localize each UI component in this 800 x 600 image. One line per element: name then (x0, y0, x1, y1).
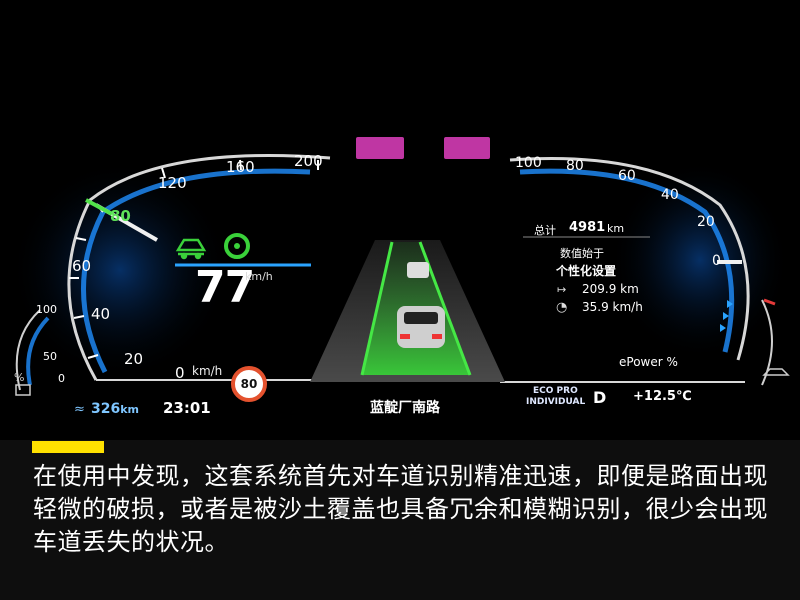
power-tick-20: 20 (697, 214, 715, 230)
top-indicator-right (444, 137, 490, 159)
speed-tick-160: 160 (226, 158, 255, 176)
fuel-tick-0: 0 (58, 372, 65, 385)
street-name: 蓝靛厂南路 (370, 400, 440, 416)
ego-car (397, 306, 445, 348)
epower-label: ePower % (619, 355, 678, 369)
gear-indicator: D (593, 388, 607, 407)
speed-tick-40: 40 (91, 305, 111, 323)
caption-text: 在使用中发现，这套系统首先对车道识别精准迅速，即便是路面出现轻微的破损，或者是被… (33, 462, 768, 556)
odometer-value: 4981 (569, 220, 606, 235)
odometer-label: 总计 (534, 224, 556, 237)
fuel-icon (15, 384, 31, 396)
lead-car (407, 262, 429, 278)
fuel-tick-50: 50 (43, 350, 57, 363)
speed-tick-60: 60 (72, 257, 92, 275)
top-indicator-left (356, 137, 404, 159)
speed-set-marker (85, 198, 113, 216)
distance-icon: ↦ (557, 283, 567, 296)
speed-tick-20: 20 (124, 350, 144, 368)
power-tick-0: 0 (712, 253, 721, 269)
right-small-rim (761, 299, 773, 386)
left-glow (10, 160, 230, 380)
power-gauge-arc (519, 168, 735, 353)
speedometer-arc (81, 168, 311, 374)
current-speed-unit: km/h (245, 270, 273, 283)
drive-mode-line2: INDIVIDUAL (526, 397, 586, 407)
info-title-line1: 数值始于 (560, 247, 604, 260)
drive-mode-line1: ECO PRO (533, 386, 578, 396)
cluster-graphics (10, 137, 790, 396)
right-red-marker (763, 298, 776, 306)
fuel-gauge-rim (15, 309, 41, 391)
lane-line-left (360, 241, 394, 376)
instrument-cluster: 0 20 40 60 80 120 160 200 77 km/h km/h 8… (10, 137, 790, 417)
acc-car-icon (175, 238, 207, 260)
fuel-gauge-arc (26, 316, 50, 386)
power-tick-100: 100 (515, 155, 542, 171)
info-title-line2: 个性化设置 (556, 264, 617, 278)
odometer-unit: km (607, 222, 625, 235)
range-icon: ≈ (74, 402, 85, 417)
speed-axis-unit: km/h (192, 364, 223, 378)
power-arrows (720, 300, 733, 332)
outside-temperature: +12.5℃ (633, 389, 692, 404)
average-speed: 35.9 km/h (582, 300, 643, 314)
range-value: 326km (91, 401, 140, 417)
speed-tick-0: 0 (175, 364, 185, 382)
steering-assist-icon (224, 233, 250, 259)
avg-speed-icon: ◔ (556, 300, 568, 315)
caption-panel (0, 440, 800, 600)
current-speed: 77 (195, 262, 255, 313)
power-tick-40: 40 (661, 187, 679, 203)
speed-tick-200: 200 (294, 152, 323, 170)
power-tick-80: 80 (566, 158, 584, 174)
fuel-tick-100: 100 (36, 303, 57, 316)
power-gauge-rim (509, 156, 750, 361)
caption-accent-bar (32, 441, 104, 453)
speed-tick-120: 120 (158, 174, 187, 192)
fuel-percent-label: % (14, 371, 25, 384)
car-icon (762, 368, 790, 376)
speed-tick-80: 80 (110, 207, 131, 225)
trip-distance: 209.9 km (582, 282, 639, 296)
power-tick-60: 60 (618, 168, 636, 184)
right-glow (610, 160, 790, 360)
clock: 23:01 (163, 399, 211, 417)
speed-limit-sign: 80 (231, 366, 267, 402)
